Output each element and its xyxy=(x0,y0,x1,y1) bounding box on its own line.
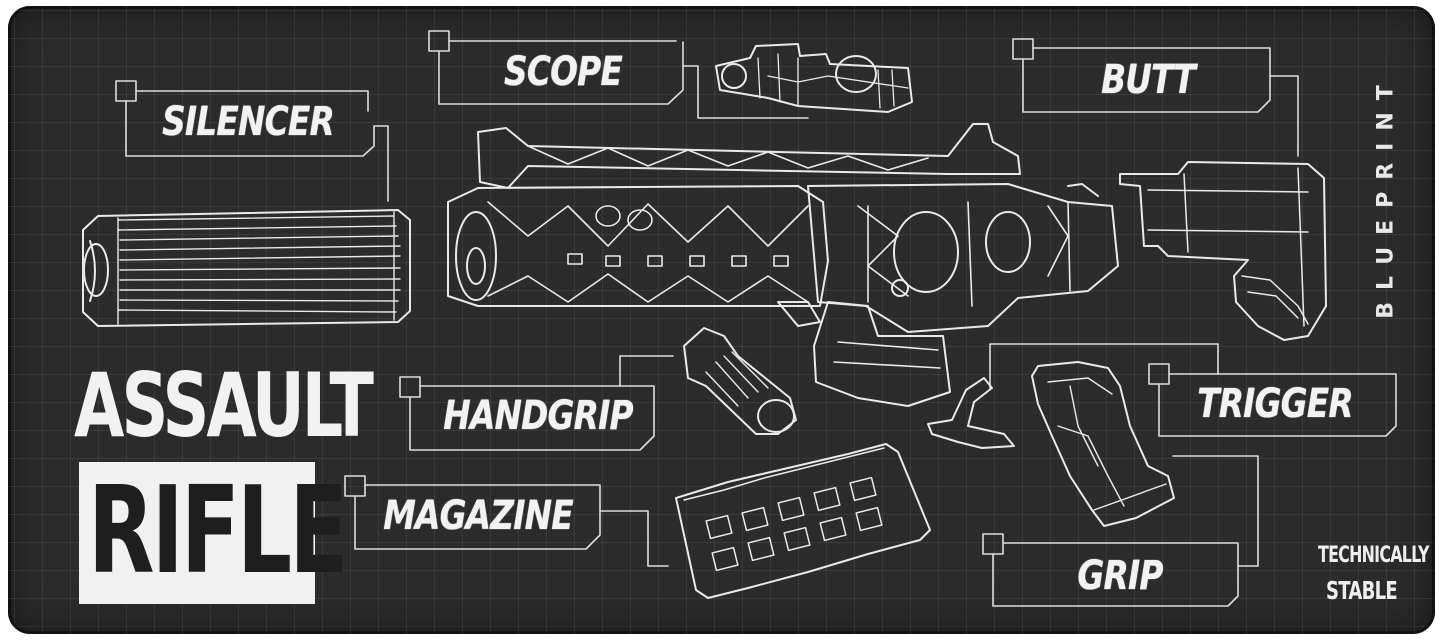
brand-logo-line-2: STABLE xyxy=(1326,576,1398,605)
mousepad-surface: SILENCER SCOPE BUTT HANDGRIP MAGAZINE TR… xyxy=(8,6,1435,634)
scope-drawing xyxy=(715,43,913,113)
callout-frames xyxy=(115,30,1397,607)
butt-stock-drawing xyxy=(1119,161,1327,341)
rifle-body-drawing xyxy=(447,123,1119,407)
label-magazine: MAGAZINE xyxy=(383,493,573,539)
silencer-drawing xyxy=(82,209,411,327)
label-butt: BUTT xyxy=(1101,57,1196,103)
side-text-blueprint: BLUEPRINT xyxy=(1373,73,1399,319)
label-scope: SCOPE xyxy=(504,49,623,95)
label-grip: GRIP xyxy=(1077,553,1163,599)
label-trigger: TRIGGER xyxy=(1197,381,1353,427)
grip-drawing xyxy=(1031,361,1175,527)
magazine-drawing xyxy=(675,443,931,599)
label-silencer: SILENCER xyxy=(162,99,335,145)
handgrip-drawing xyxy=(683,327,797,435)
title-line-2: RIFLE xyxy=(88,462,348,601)
title-line-2-box xyxy=(79,462,315,604)
blueprint-drawing xyxy=(82,30,1397,607)
title-line-1: ASSAULT xyxy=(74,354,374,457)
label-handgrip: HANDGRIP xyxy=(443,393,633,439)
trigger-drawing xyxy=(927,377,1015,449)
brand-logo-line-1: TECHNICALLY xyxy=(1318,543,1430,568)
